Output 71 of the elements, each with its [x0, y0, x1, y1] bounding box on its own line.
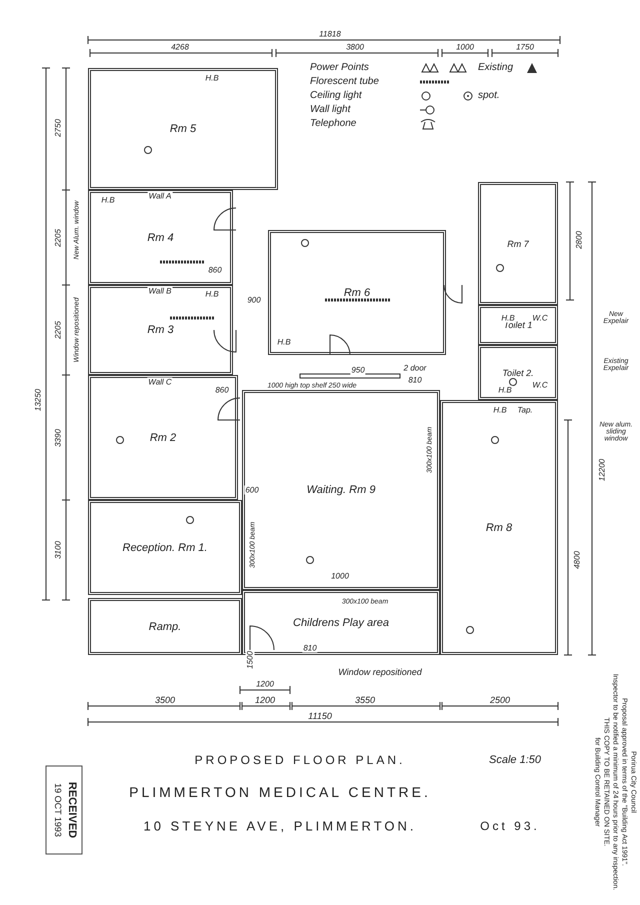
- dimension-text: 13250: [34, 388, 42, 412]
- note-text: Wall C: [147, 378, 173, 386]
- dimension-text: 1000: [455, 42, 475, 52]
- note-text: Tap.: [516, 406, 534, 414]
- note-text: Wall A: [148, 192, 172, 200]
- dimension-text: 11150: [307, 711, 333, 721]
- room-name: Rm 8: [486, 522, 512, 534]
- dimension-text: 860: [214, 386, 230, 394]
- room-name: Toilet 2.: [502, 368, 534, 378]
- dimension-text: 2 door: [402, 364, 428, 372]
- note-text: H.B: [100, 196, 116, 204]
- legend-label: Ceiling light: [310, 90, 362, 101]
- room-name: Waiting. Rm 9: [306, 484, 376, 496]
- room-outline: [88, 500, 242, 595]
- dimension-text: 4268: [170, 42, 190, 52]
- note-text: H.B: [497, 386, 513, 394]
- dimension-text: 2750: [54, 118, 62, 138]
- dimension-text: 4800: [572, 550, 582, 570]
- dimension-text: 1200: [254, 695, 276, 705]
- note-text: W.C: [531, 314, 549, 322]
- legend-label: Wall light: [310, 104, 350, 115]
- note-text: H.B: [204, 290, 220, 298]
- dimension-text: 3800: [345, 42, 365, 52]
- note-text: H.B: [276, 338, 292, 346]
- dimension-text: 810: [407, 376, 423, 384]
- dimension-text: 860: [207, 266, 223, 274]
- legend-label: spot.: [478, 90, 500, 101]
- dimension-text: 1000: [330, 572, 350, 580]
- room-name: Rm 7: [507, 238, 529, 248]
- dimension-text: 3500: [154, 695, 176, 705]
- dimension-text: 950: [350, 366, 366, 374]
- dimension-text: 3550: [354, 695, 376, 705]
- room-outline: [478, 182, 558, 305]
- stamp-text: RECEIVED: [66, 780, 78, 840]
- legend-label: Telephone: [310, 118, 356, 129]
- legend-label: Power Points: [310, 62, 369, 73]
- dimension-text: 2800: [574, 230, 584, 250]
- room-name: Rm 5: [170, 123, 196, 135]
- room-name: Reception. Rm 1.: [122, 542, 208, 554]
- note-text: W.C: [531, 380, 549, 390]
- note-text: Scale 1:50: [488, 754, 542, 766]
- room-name: Rm 4: [147, 232, 174, 244]
- dimension-text: 900: [246, 296, 262, 304]
- room-name: Ramp.: [148, 620, 182, 632]
- room-outline: [88, 598, 242, 655]
- note-text: H.B: [204, 74, 220, 82]
- room-outline: [268, 230, 446, 355]
- dimension-text: 600: [244, 486, 260, 494]
- room-outline: [88, 68, 278, 190]
- stamp-text: 19 OCT 1993: [53, 782, 63, 838]
- dimension-text: 2205: [54, 228, 62, 248]
- dimension-text: 2500: [488, 695, 512, 705]
- dimension-text: 1750: [515, 42, 535, 52]
- room-name: Rm 6: [344, 286, 370, 298]
- dimension-text: 3390: [54, 428, 62, 448]
- dimension-text: 1200: [255, 680, 275, 688]
- dimension-text: 1500: [246, 650, 254, 670]
- note-text: Window repositioned: [337, 667, 423, 677]
- room-name: Rm 3: [147, 324, 174, 336]
- legend-label: Existing: [478, 62, 514, 73]
- legend-label: Florescent tube: [310, 76, 379, 87]
- note-text: H.B: [500, 314, 516, 322]
- room-name: Rm 2: [150, 432, 176, 444]
- room-name: Childrens Play area: [293, 616, 389, 628]
- dimension-text: 810: [302, 644, 318, 652]
- dimension-text: 2205: [54, 320, 62, 340]
- dimension-text: 11818: [318, 30, 342, 38]
- note-text: H.B: [492, 406, 508, 414]
- note-text: Wall B: [148, 286, 172, 296]
- dimension-text: 3100: [54, 540, 62, 560]
- dimension-text: 12200: [598, 458, 606, 482]
